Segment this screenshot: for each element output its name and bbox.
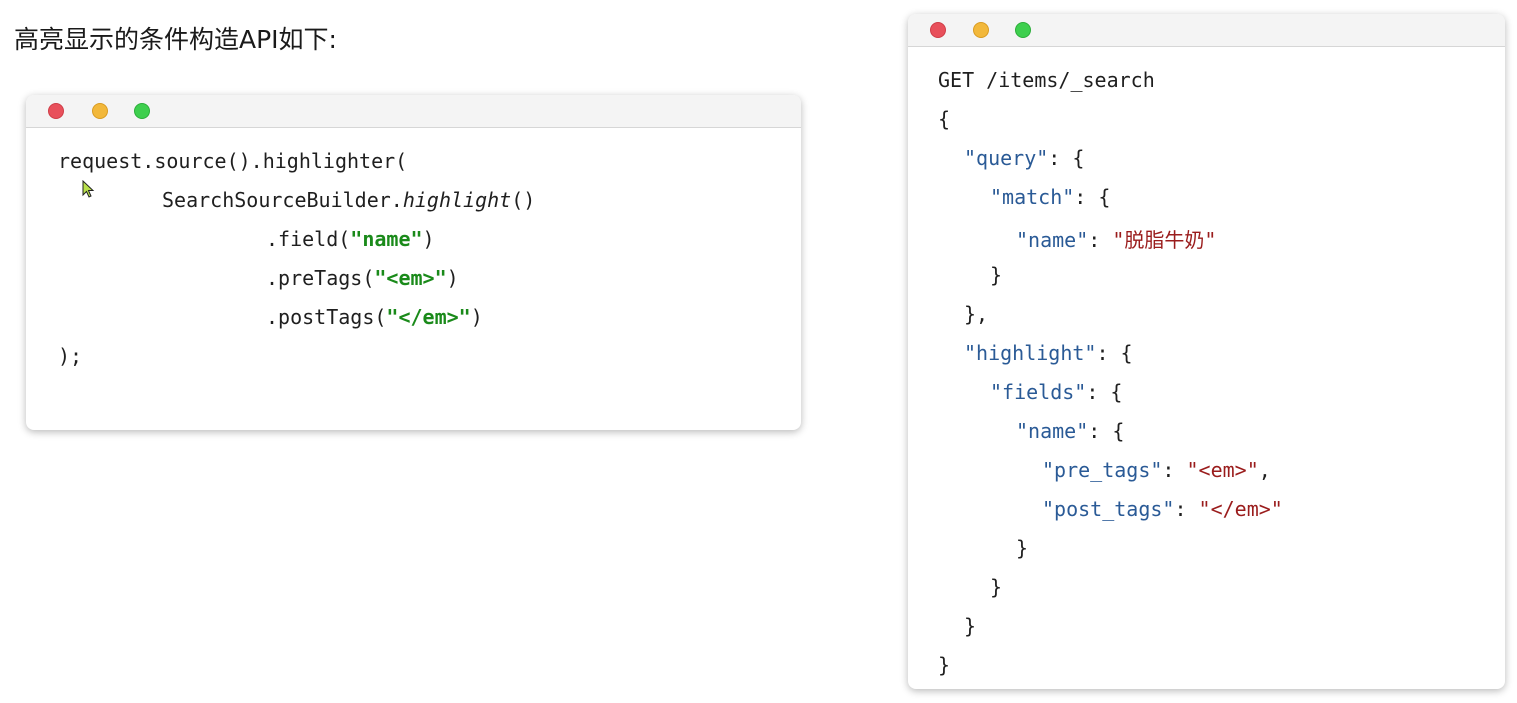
code-line: ); <box>58 344 83 368</box>
code-line: .preTags("<em>") <box>266 266 459 290</box>
maximize-dot-icon <box>1015 22 1031 38</box>
code-line: } <box>938 653 951 677</box>
code-line: "fields": { <box>990 380 1123 404</box>
minimize-dot-icon <box>92 103 108 119</box>
window-titlebar <box>908 14 1505 47</box>
close-dot-icon <box>930 22 946 38</box>
window-titlebar <box>26 95 801 128</box>
page-title: 高亮显示的条件构造API如下: <box>14 25 337 54</box>
java-code-window: request.source().highlighter( SearchSour… <box>26 95 801 430</box>
code-line: } <box>990 263 1003 287</box>
code-line: "pre_tags": "<em>", <box>1042 458 1271 482</box>
code-line: }, <box>964 302 989 326</box>
code-line: "match": { <box>990 185 1111 209</box>
code-line: } <box>964 614 977 638</box>
code-line: "name": { <box>1016 419 1125 443</box>
code-line: .field("name") <box>266 227 435 251</box>
mouse-cursor-icon <box>82 180 95 198</box>
code-line: } <box>1016 536 1029 560</box>
code-line: request.source().highlighter( <box>58 149 408 173</box>
code-line: "name": "脱脂牛奶" <box>1016 228 1217 252</box>
code-line: "highlight": { <box>964 341 1133 365</box>
code-line: "query": { <box>964 146 1085 170</box>
code-line: GET /items/_search <box>938 68 1155 92</box>
minimize-dot-icon <box>973 22 989 38</box>
code-line: "post_tags": "</em>" <box>1042 497 1283 521</box>
java-code-block: request.source().highlighter( SearchSour… <box>26 95 535 368</box>
code-line: { <box>938 107 951 131</box>
code-line: } <box>990 575 1003 599</box>
code-line: SearchSourceBuilder.highlight() <box>162 188 536 212</box>
dsl-code-block: GET /items/_search { "query": { "match":… <box>908 14 1283 677</box>
close-dot-icon <box>48 103 64 119</box>
dsl-code-window: GET /items/_search { "query": { "match":… <box>908 14 1505 689</box>
maximize-dot-icon <box>134 103 150 119</box>
code-line: .postTags("</em>") <box>266 305 483 329</box>
